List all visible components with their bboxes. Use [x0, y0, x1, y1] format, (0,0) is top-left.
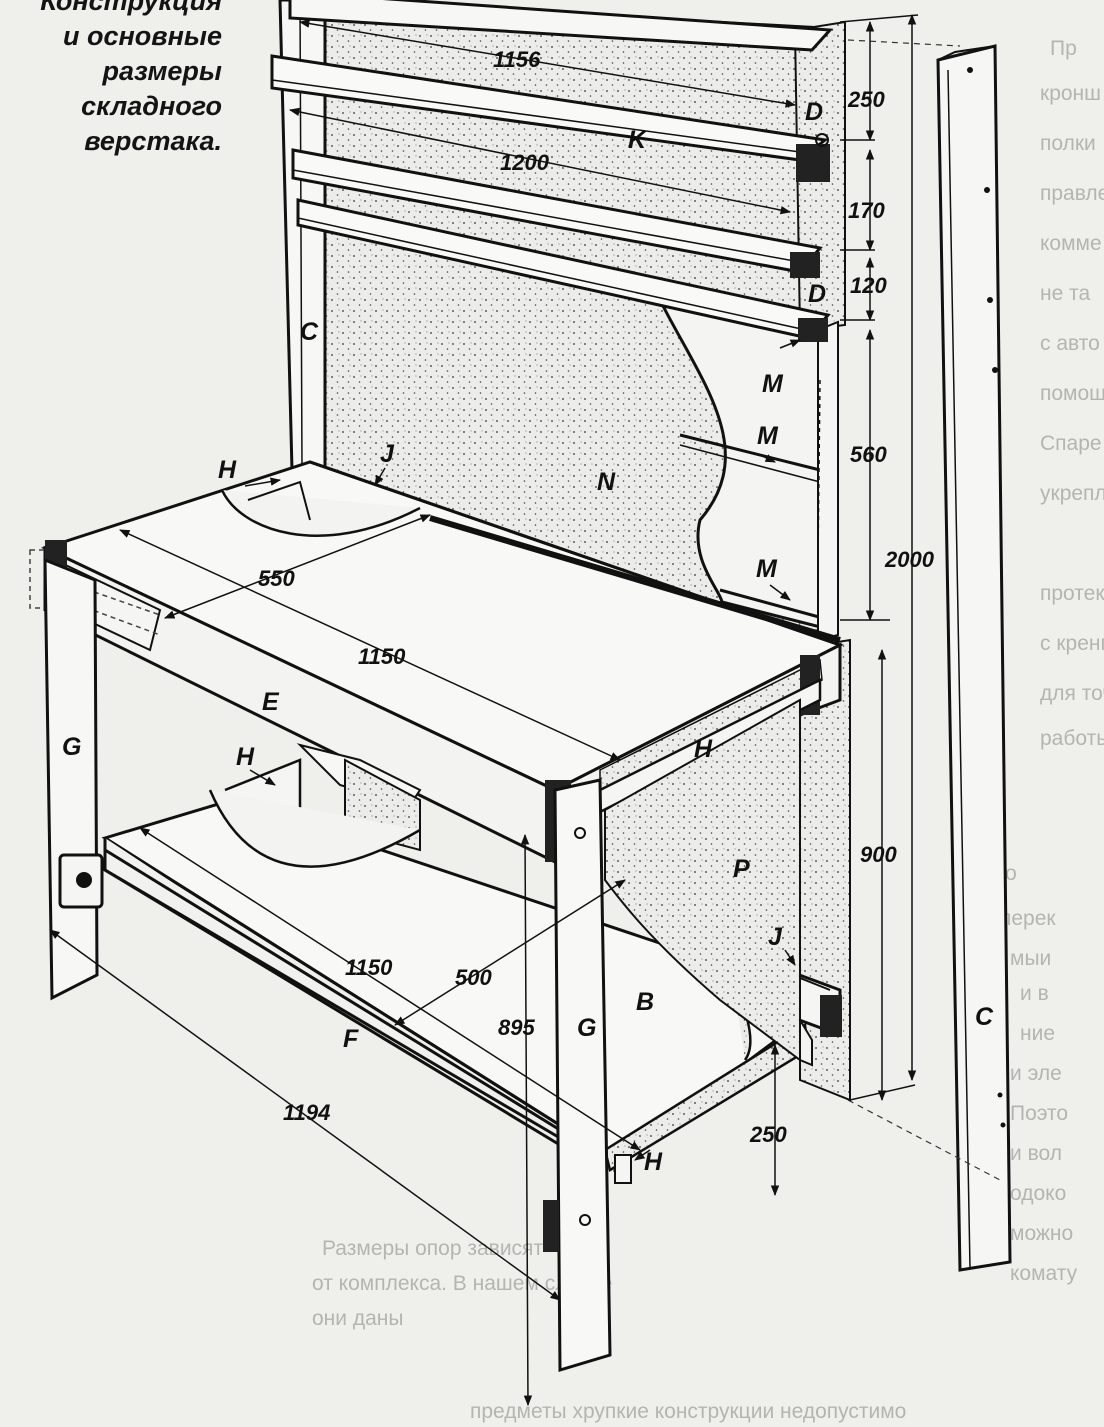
part-label-d-mid: D — [808, 280, 826, 308]
dimension-560: 560 — [850, 442, 887, 467]
caption-line: верстака. — [84, 126, 222, 156]
part-label-g-front: G — [577, 1014, 596, 1042]
bg-line: кронш — [1040, 82, 1101, 105]
part-label-f: F — [343, 1025, 359, 1053]
bg-line: с авто — [1040, 332, 1100, 355]
bg-line: для точ — [1040, 682, 1104, 705]
bg-line: и эле — [1010, 1062, 1062, 1085]
part-label-b: B — [636, 988, 654, 1016]
dimension-1156: 1156 — [493, 47, 541, 72]
part-label-d-top: D — [805, 98, 823, 126]
part-label-h-mid: H — [236, 743, 255, 771]
dimension-1150-top: 1150 — [358, 644, 406, 669]
dimension-170: 170 — [848, 198, 885, 223]
bg-line: помощ — [1040, 382, 1104, 405]
part-label-c-right: C — [975, 1003, 994, 1031]
dimension-895: 895 — [498, 1015, 535, 1040]
bg-line: комме — [1040, 232, 1102, 255]
bg-line: Размеры опор зависят — [322, 1237, 543, 1260]
bg-line: с кренп — [1040, 632, 1104, 655]
bg-line: предметы хрупкие конструкции недопустимо — [470, 1400, 906, 1423]
part-label-m3: M — [756, 555, 778, 583]
part-label-m1: M — [762, 370, 784, 398]
caption-line: размеры — [102, 56, 222, 86]
part-label-j-bottom: J — [768, 923, 783, 951]
part-label-p: P — [733, 855, 750, 883]
dimension-1200: 1200 — [500, 150, 550, 175]
bg-line: укрепл — [1040, 482, 1104, 505]
caption-line: Конструкция — [40, 0, 222, 16]
dimension-1194: 1194 — [283, 1100, 330, 1125]
bg-line: протекл — [1040, 582, 1104, 605]
part-label-h-right: H — [694, 735, 713, 763]
figure-caption: Конструкция и основные размеры складного… — [0, 0, 222, 159]
part-label-h-top: H — [218, 456, 237, 484]
part-label-h-bottom: H — [644, 1148, 663, 1176]
shelf-lower — [296, 198, 831, 342]
bg-line: перек — [1000, 907, 1056, 930]
dimension-labels: 1156 1200 250 170 120 560 2000 900 550 1… — [258, 47, 935, 1147]
part-label-g-left: G — [62, 733, 81, 761]
bg-line: Пр — [1050, 37, 1077, 60]
bg-line: одоко — [1010, 1182, 1066, 1205]
dimension-120: 120 — [850, 273, 887, 298]
dimension-900: 900 — [860, 842, 897, 867]
part-label-j-top: J — [380, 440, 395, 468]
bg-line: не та — [1040, 282, 1090, 305]
part-label-k: K — [628, 126, 648, 154]
dimension-250-top: 250 — [847, 87, 885, 112]
caption-line: складного — [81, 91, 222, 121]
bg-line: они даны — [312, 1307, 403, 1330]
part-labels: C C D D K N P M M M H H H H J J E F G G … — [62, 98, 994, 1176]
part-label-c-left: C — [300, 318, 319, 346]
caption-line: и основные — [63, 21, 222, 51]
upright-c-loose — [847, 39, 1012, 1272]
bg-line: можно — [1010, 1222, 1073, 1245]
bg-line: правле — [1040, 182, 1104, 205]
part-label-n: N — [597, 468, 616, 496]
bg-line: Поэто — [1010, 1102, 1068, 1125]
bolt-icon — [815, 133, 829, 147]
dimension-1150-bottom: 1150 — [345, 955, 393, 980]
dimension-550: 550 — [258, 566, 295, 591]
dimension-250-bottom: 250 — [749, 1122, 787, 1147]
bg-line: и вол — [1010, 1142, 1062, 1165]
dimension-500: 500 — [455, 965, 492, 990]
bg-line: комату — [1010, 1262, 1078, 1285]
bg-line: работы — [1040, 727, 1104, 750]
bg-line: ние — [1020, 1022, 1055, 1045]
bg-line: полки — [1040, 132, 1096, 155]
part-label-m2: M — [757, 422, 779, 450]
part-label-e: E — [262, 688, 280, 716]
bg-line: Спаре — [1040, 432, 1102, 455]
dimension-lines — [49, 13, 919, 1407]
dimension-2000: 2000 — [884, 547, 935, 572]
bg-line: и в — [1020, 982, 1049, 1005]
bg-line: мыи — [1010, 947, 1051, 970]
